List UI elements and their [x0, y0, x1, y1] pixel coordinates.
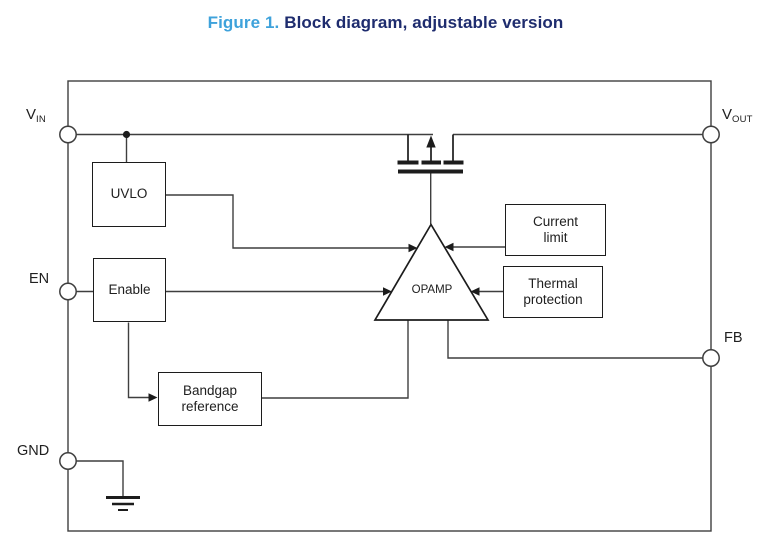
block-current-limit: Current limit — [505, 204, 606, 256]
ground-symbol-icon — [106, 496, 140, 511]
pin-label-vout: VOUT — [722, 106, 753, 125]
vin-subscript: IN — [36, 114, 46, 125]
vout-subscript: OUT — [732, 114, 753, 125]
chip-boundary — [67, 80, 712, 532]
wire-uvlo-to-opamp — [166, 194, 410, 249]
wire-enable-to-bandgap — [127, 322, 150, 399]
figure-number: Figure 1. — [207, 13, 280, 32]
pmos-pass-transistor-icon — [397, 134, 464, 174]
pin-vout-terminal — [702, 125, 720, 144]
body-arrow-up — [426, 135, 436, 148]
block-enable: Enable — [93, 258, 166, 322]
junction-dot — [122, 130, 131, 139]
arrowhead-enable — [383, 287, 392, 296]
pin-vin-terminal — [59, 125, 77, 144]
arrowhead-current-limit — [444, 242, 454, 252]
pin-label-vin: VIN — [26, 106, 46, 125]
block-bandgap-reference: Bandgap reference — [158, 372, 262, 426]
wire-opamp-to-fb — [447, 320, 703, 359]
wire-gnd-to-ground — [76, 460, 124, 497]
figure-title-text: Block diagram, adjustable version — [284, 13, 564, 32]
wire-bandgap-to-opamp — [262, 320, 409, 399]
pin-label-fb: FB — [724, 330, 743, 346]
vout-symbol: V — [722, 106, 733, 123]
pin-fb-terminal — [702, 349, 720, 367]
opamp-triangle — [373, 222, 490, 321]
figure-caption: Figure 1. Block diagram, adjustable vers… — [0, 13, 771, 33]
arrowhead-bandgap — [148, 393, 158, 402]
pin-label-gnd: GND — [17, 443, 50, 459]
arrowhead-thermal — [470, 287, 480, 296]
pin-gnd-terminal — [59, 452, 77, 470]
arrowhead-uvlo — [408, 243, 418, 253]
block-uvlo: UVLO — [92, 162, 166, 227]
opamp-label: OPAMP — [411, 284, 453, 296]
block-thermal-protection: Thermal protection — [503, 266, 603, 318]
pin-en-terminal — [59, 282, 77, 301]
pin-label-en: EN — [29, 271, 50, 287]
vin-symbol: V — [26, 106, 37, 123]
